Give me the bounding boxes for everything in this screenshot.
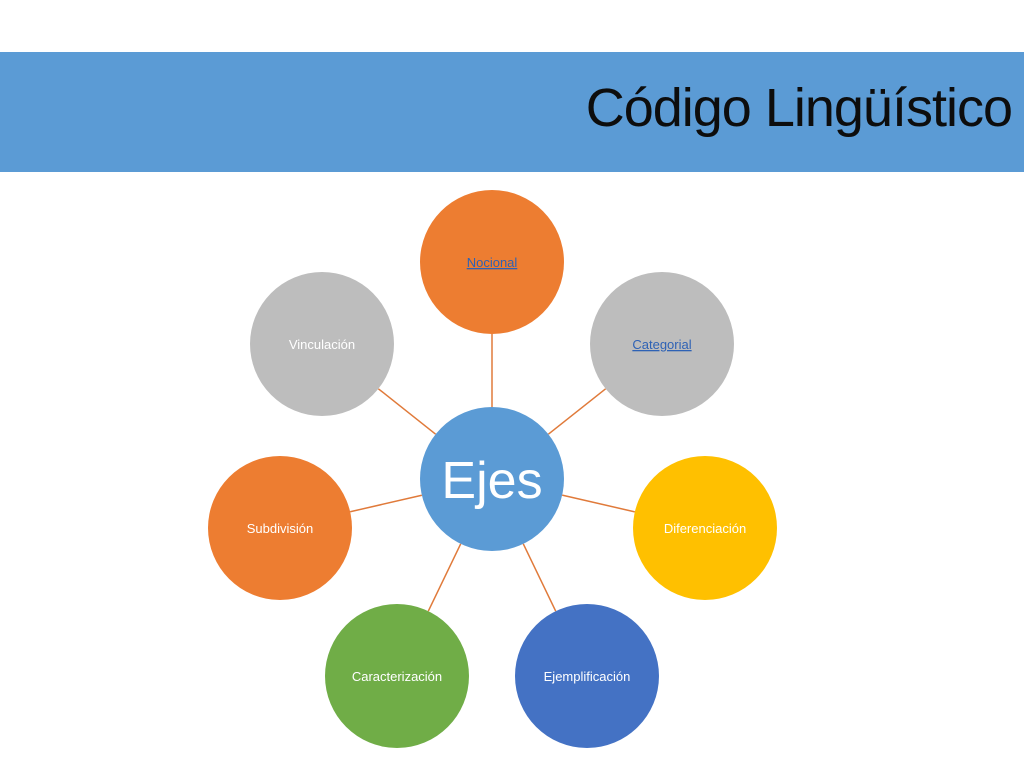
node-circle bbox=[208, 456, 352, 600]
connectors bbox=[349, 334, 636, 612]
node-circle bbox=[250, 272, 394, 416]
connector-line bbox=[547, 388, 607, 435]
node-subdivisión: Subdivisión bbox=[208, 456, 352, 600]
node-caracterización: Caracterización bbox=[325, 604, 469, 748]
nodes: NocionalCategorialDiferenciaciónEjemplif… bbox=[208, 190, 777, 748]
node-ejemplificación: Ejemplificación bbox=[515, 604, 659, 748]
center-circle bbox=[420, 407, 564, 551]
node-vinculación: Vinculación bbox=[250, 272, 394, 416]
node-label: Subdivisión bbox=[247, 521, 314, 536]
node-circle[interactable] bbox=[420, 190, 564, 334]
connector-line bbox=[349, 494, 423, 513]
node-link[interactable]: Categorial bbox=[632, 337, 691, 352]
connector-line bbox=[427, 543, 462, 612]
connector-line bbox=[561, 494, 636, 513]
node-circle[interactable] bbox=[590, 272, 734, 416]
node-nocional[interactable]: Nocional bbox=[420, 190, 564, 334]
connector-line bbox=[377, 388, 437, 435]
center-node: Ejes bbox=[420, 407, 564, 551]
node-label: Vinculación bbox=[289, 337, 355, 352]
node-label: Caracterización bbox=[352, 669, 442, 684]
node-categorial[interactable]: Categorial bbox=[590, 272, 734, 416]
node-label: Diferenciación bbox=[664, 521, 746, 536]
node-diferenciación: Diferenciación bbox=[633, 456, 777, 600]
connector-line bbox=[522, 543, 557, 612]
node-label: Ejemplificación bbox=[544, 669, 631, 684]
node-circle bbox=[515, 604, 659, 748]
center-label: Ejes bbox=[441, 452, 542, 510]
title-band: Código Lingüístico bbox=[0, 52, 1024, 172]
node-circle bbox=[633, 456, 777, 600]
slide-title: Código Lingüístico bbox=[585, 78, 1013, 138]
node-link[interactable]: Nocional bbox=[467, 255, 518, 270]
node-circle bbox=[325, 604, 469, 748]
